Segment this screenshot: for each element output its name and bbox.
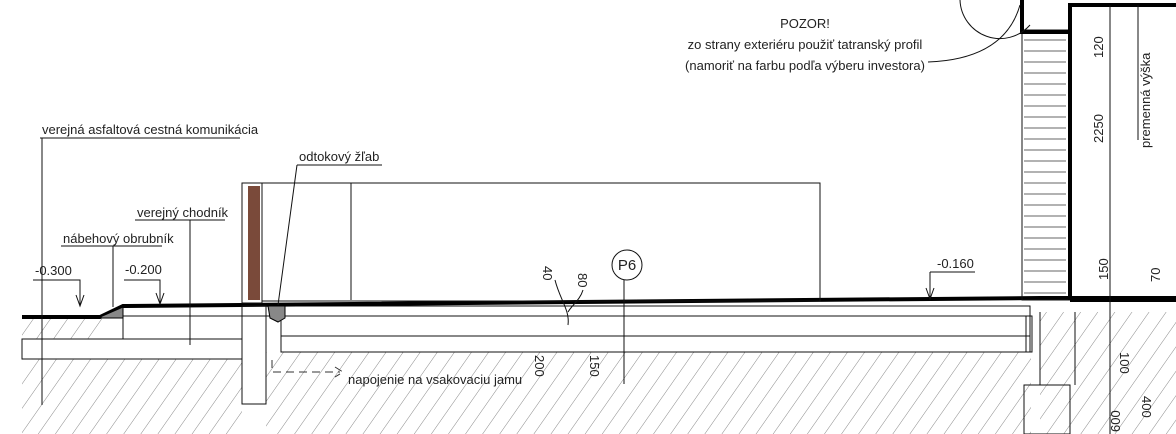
level-drive: -0.160 — [937, 256, 974, 271]
dim-100: 100 — [1117, 352, 1132, 374]
dim-400: 400 — [1139, 396, 1154, 418]
section-marker: P6 — [618, 257, 636, 274]
label-road: verejná asfaltová cestná komunikácia — [42, 122, 259, 137]
drain-channel — [267, 305, 286, 323]
dim-600: 600 — [1108, 410, 1123, 432]
dim-120: 120 — [1091, 36, 1106, 58]
leaders — [33, 4, 1021, 405]
label-drain: napojenie na vsakovaciu jamu — [348, 372, 522, 387]
wall — [959, 0, 1176, 434]
dim-200: 200 — [532, 355, 547, 377]
note-line2: (namoriť na farbu podľa výberu investora… — [685, 58, 925, 73]
dim-150-layers: 150 — [587, 355, 602, 377]
note-title: POZOR! — [780, 16, 830, 31]
curb — [98, 306, 124, 319]
label-variable-height: premenná výška — [1138, 52, 1153, 148]
label-curb: nábehový obrubník — [63, 231, 174, 246]
soil-hatch — [22, 312, 1176, 434]
dim-40: 40 — [540, 266, 555, 280]
dim-80: 80 — [575, 273, 590, 287]
post-foundation — [241, 305, 267, 405]
dim-150-wall: 150 — [1096, 258, 1111, 280]
level-road: -0.300 — [35, 263, 72, 278]
level-sidewalk: -0.200 — [125, 262, 162, 277]
dim-70: 70 — [1148, 268, 1163, 282]
pavement-layers — [21, 305, 1033, 360]
label-sidewalk: verejný chodník — [137, 205, 229, 220]
dim-2250: 2250 — [1091, 114, 1106, 143]
gate-outline — [261, 182, 821, 302]
note-line1: zo strany exteriéru použiť tatranský pro… — [688, 37, 923, 52]
label-gutter: odtokový žľab — [299, 149, 379, 164]
dimension-labels: 40 80 200 150 120 2250 premenná výška 15… — [532, 36, 1163, 432]
drain-pipe — [271, 360, 344, 378]
post-wood — [248, 186, 260, 300]
